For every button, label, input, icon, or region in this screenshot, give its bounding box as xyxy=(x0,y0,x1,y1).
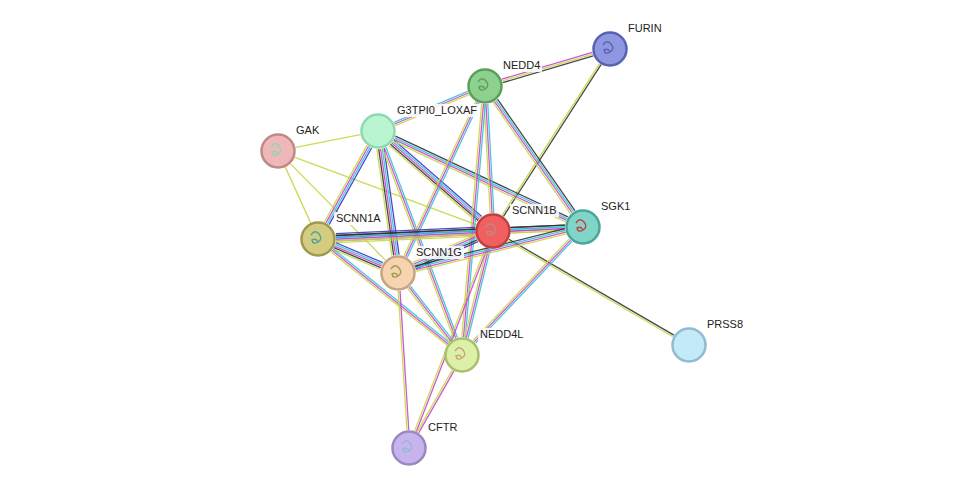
evidence-strand xyxy=(484,104,490,213)
interaction-edge xyxy=(508,239,674,336)
protein-node: NEDD4 xyxy=(467,68,503,104)
node-disc xyxy=(393,432,426,465)
node-disc xyxy=(382,257,415,290)
node-circle xyxy=(380,255,416,291)
protein-label: NEDD4 xyxy=(501,59,542,72)
node-disc xyxy=(302,223,335,256)
evidence-strand xyxy=(474,240,570,342)
node-disc xyxy=(594,33,627,66)
interaction-edge xyxy=(333,243,383,270)
protein-node: SCNN1B xyxy=(475,213,511,249)
evidence-strand xyxy=(496,100,573,211)
node-circle xyxy=(260,133,296,169)
evidence-strand xyxy=(398,291,407,430)
evidence-strand xyxy=(394,139,566,220)
structure-glyph xyxy=(486,224,496,235)
protein-label: FURIN xyxy=(626,22,664,35)
protein-node: G3TPI0_LOXAF xyxy=(360,113,396,149)
interaction-edge xyxy=(389,140,482,222)
protein-node: CFTR xyxy=(391,430,427,466)
interaction-edge xyxy=(393,136,568,222)
evidence-strand xyxy=(473,239,569,341)
evidence-strand xyxy=(476,241,572,343)
protein-node: NEDD4L xyxy=(444,337,480,373)
protein-node: SGK1 xyxy=(565,209,601,245)
interaction-edge xyxy=(484,104,494,213)
interaction-edge xyxy=(493,99,575,214)
interaction-edge xyxy=(408,286,453,342)
protein-label: CFTR xyxy=(426,421,459,434)
node-disc xyxy=(446,339,479,372)
node-disc xyxy=(469,70,502,103)
protein-node: PRSS8 xyxy=(671,327,707,363)
structure-glyph xyxy=(576,220,586,231)
evidence-strand xyxy=(408,288,450,342)
evidence-strand xyxy=(502,52,592,79)
protein-label: G3TPI0_LOXAF xyxy=(395,104,479,117)
protein-label: SCNN1G xyxy=(414,246,464,259)
interaction-edge xyxy=(473,239,572,343)
node-disc xyxy=(262,135,295,168)
node-circle xyxy=(565,209,601,245)
evidence-strand xyxy=(386,147,457,337)
interaction-edge xyxy=(502,52,594,82)
node-circle xyxy=(475,213,511,249)
protein-label: GAK xyxy=(294,124,321,137)
evidence-strand xyxy=(410,286,452,340)
node-disc xyxy=(477,215,510,248)
node-circle xyxy=(391,430,427,466)
node-circle xyxy=(467,68,503,104)
node-circle xyxy=(444,337,480,373)
protein-label: SCNN1A xyxy=(334,212,383,225)
node-disc xyxy=(673,329,706,362)
structure-glyph xyxy=(478,79,488,90)
evidence-strand xyxy=(497,99,574,210)
node-circle xyxy=(300,221,336,257)
protein-label: SCNN1B xyxy=(510,204,559,217)
interaction-edge xyxy=(285,167,310,222)
protein-node: GAK xyxy=(260,133,296,169)
structure-glyph xyxy=(311,232,321,243)
node-disc xyxy=(362,115,395,148)
node-circle xyxy=(360,113,396,149)
protein-node: SCNN1A xyxy=(300,221,336,257)
evidence-strand xyxy=(390,144,478,220)
evidence-strand xyxy=(285,167,310,222)
protein-label: SGK1 xyxy=(599,200,632,213)
node-circle xyxy=(592,31,628,67)
evidence-strand xyxy=(508,241,673,337)
evidence-strand xyxy=(495,101,572,212)
evidence-strand xyxy=(493,102,570,213)
evidence-strand xyxy=(509,239,674,335)
interaction-edge xyxy=(398,291,409,430)
structure-glyph xyxy=(402,441,412,452)
protein-node: FURIN xyxy=(592,31,628,67)
protein-label: PRSS8 xyxy=(705,318,745,331)
protein-node: SCNN1G xyxy=(380,255,416,291)
structure-glyph xyxy=(455,348,465,359)
interaction-edge xyxy=(383,147,458,339)
evidence-strand xyxy=(333,249,449,342)
structure-glyph xyxy=(391,266,401,277)
evidence-strand xyxy=(409,287,451,341)
node-disc xyxy=(567,211,600,244)
evidence-strand xyxy=(324,145,367,222)
node-circle xyxy=(671,327,707,363)
structure-glyph xyxy=(603,42,613,53)
evidence-strand xyxy=(400,291,409,430)
protein-label: NEDD4L xyxy=(478,328,525,341)
structure-glyph xyxy=(271,144,281,155)
interaction-edge xyxy=(511,225,565,233)
evidence-strand xyxy=(389,146,477,222)
